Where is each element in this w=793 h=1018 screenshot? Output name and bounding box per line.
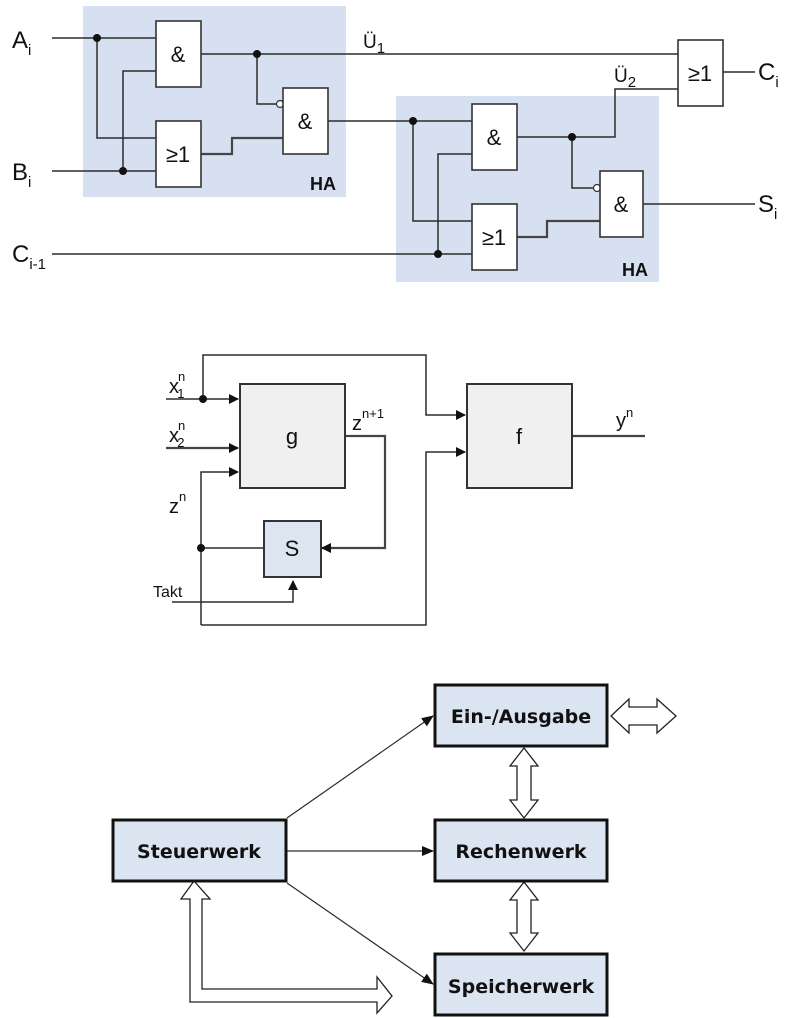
double-arrow-io-alu	[508, 746, 540, 820]
block-f	[466, 383, 573, 489]
and-gate-inverted-input	[599, 170, 644, 238]
unit-control-label: Steuerwerk	[137, 841, 261, 863]
input-b-label: Bi	[12, 159, 31, 191]
computer-architecture-diagram: Steuerwerk Ein-/Ausgabe Rechenwerk Speic…	[111, 683, 677, 1017]
unit-memory-label: Speicherwerk	[448, 976, 595, 998]
signal-u2-label: Ü2	[614, 66, 636, 91]
unit-io	[433, 683, 609, 748]
double-arrow-control-memory	[179, 879, 393, 1015]
wire	[517, 219, 600, 239]
label-clock: Takt	[153, 584, 183, 601]
wire	[122, 70, 156, 171]
junction-dot	[199, 395, 207, 403]
block-g	[239, 383, 346, 489]
output-c-label: Ci	[758, 59, 779, 91]
half-adder-1-label: HA	[310, 174, 336, 194]
arrow-z-to-f	[201, 447, 466, 626]
arrow-control-to-memory	[286, 882, 434, 985]
input-c-label: Ci-1	[12, 241, 46, 273]
block-g-label: g	[286, 424, 298, 449]
wire	[96, 38, 156, 139]
wire	[571, 137, 594, 189]
full-adder-circuit: HA HA Ai Bi Ci-1 & ≥1 &	[12, 6, 779, 282]
input-a-label: Ai	[12, 27, 31, 59]
arrow-znext-to-s	[321, 434, 387, 553]
and-gate-symbol: &	[487, 125, 502, 150]
wire	[412, 121, 472, 222]
label-z-next: zn+1	[352, 406, 384, 435]
block-f-label: f	[516, 424, 523, 449]
double-arrow-io-external	[610, 697, 677, 735]
unit-alu	[433, 818, 609, 883]
or-gate-symbol: ≥1	[688, 61, 712, 86]
or-gate-symbol: ≥1	[482, 225, 506, 250]
or-gate	[155, 120, 202, 188]
signal-u1-label: Ü1	[363, 32, 385, 57]
block-s-label: S	[285, 536, 300, 561]
unit-alu-label: Rechenwerk	[455, 841, 587, 863]
junction-dot	[253, 50, 261, 58]
junction-dot	[434, 250, 442, 258]
half-adder-2-label: HA	[622, 260, 648, 280]
label-z: zn	[169, 489, 186, 518]
and-gate-inverted-input	[282, 87, 329, 155]
junction-dot	[119, 167, 127, 175]
arrow-clock	[172, 580, 298, 603]
block-s-memory	[263, 520, 322, 578]
and-gate-symbol: &	[171, 42, 186, 67]
arrow-z-to-g	[200, 467, 239, 625]
or-gate	[471, 203, 518, 271]
or-gate-carry	[677, 39, 724, 107]
and-gate	[155, 20, 202, 88]
wire	[201, 136, 283, 156]
wire	[437, 153, 472, 254]
arrow-x1-to-f	[202, 354, 466, 420]
junction-dot	[197, 544, 205, 552]
junction-dot	[93, 34, 101, 42]
or-gate-symbol: ≥1	[166, 142, 190, 167]
junction-dot	[568, 133, 576, 141]
double-arrow-alu-memory	[508, 880, 540, 953]
unit-memory	[433, 952, 609, 1017]
unit-io-label: Ein-/Ausgabe	[451, 706, 591, 728]
unit-control	[111, 818, 288, 883]
and-gate-symbol: &	[298, 109, 313, 134]
wire-u2	[517, 88, 678, 138]
label-y: yn	[616, 405, 633, 432]
output-s-label: Si	[758, 191, 777, 223]
junction-dot	[409, 117, 417, 125]
wire	[256, 54, 277, 105]
and-gate	[471, 103, 518, 171]
and-gate-symbol: &	[614, 192, 629, 217]
arrow-control-to-io	[286, 715, 434, 819]
